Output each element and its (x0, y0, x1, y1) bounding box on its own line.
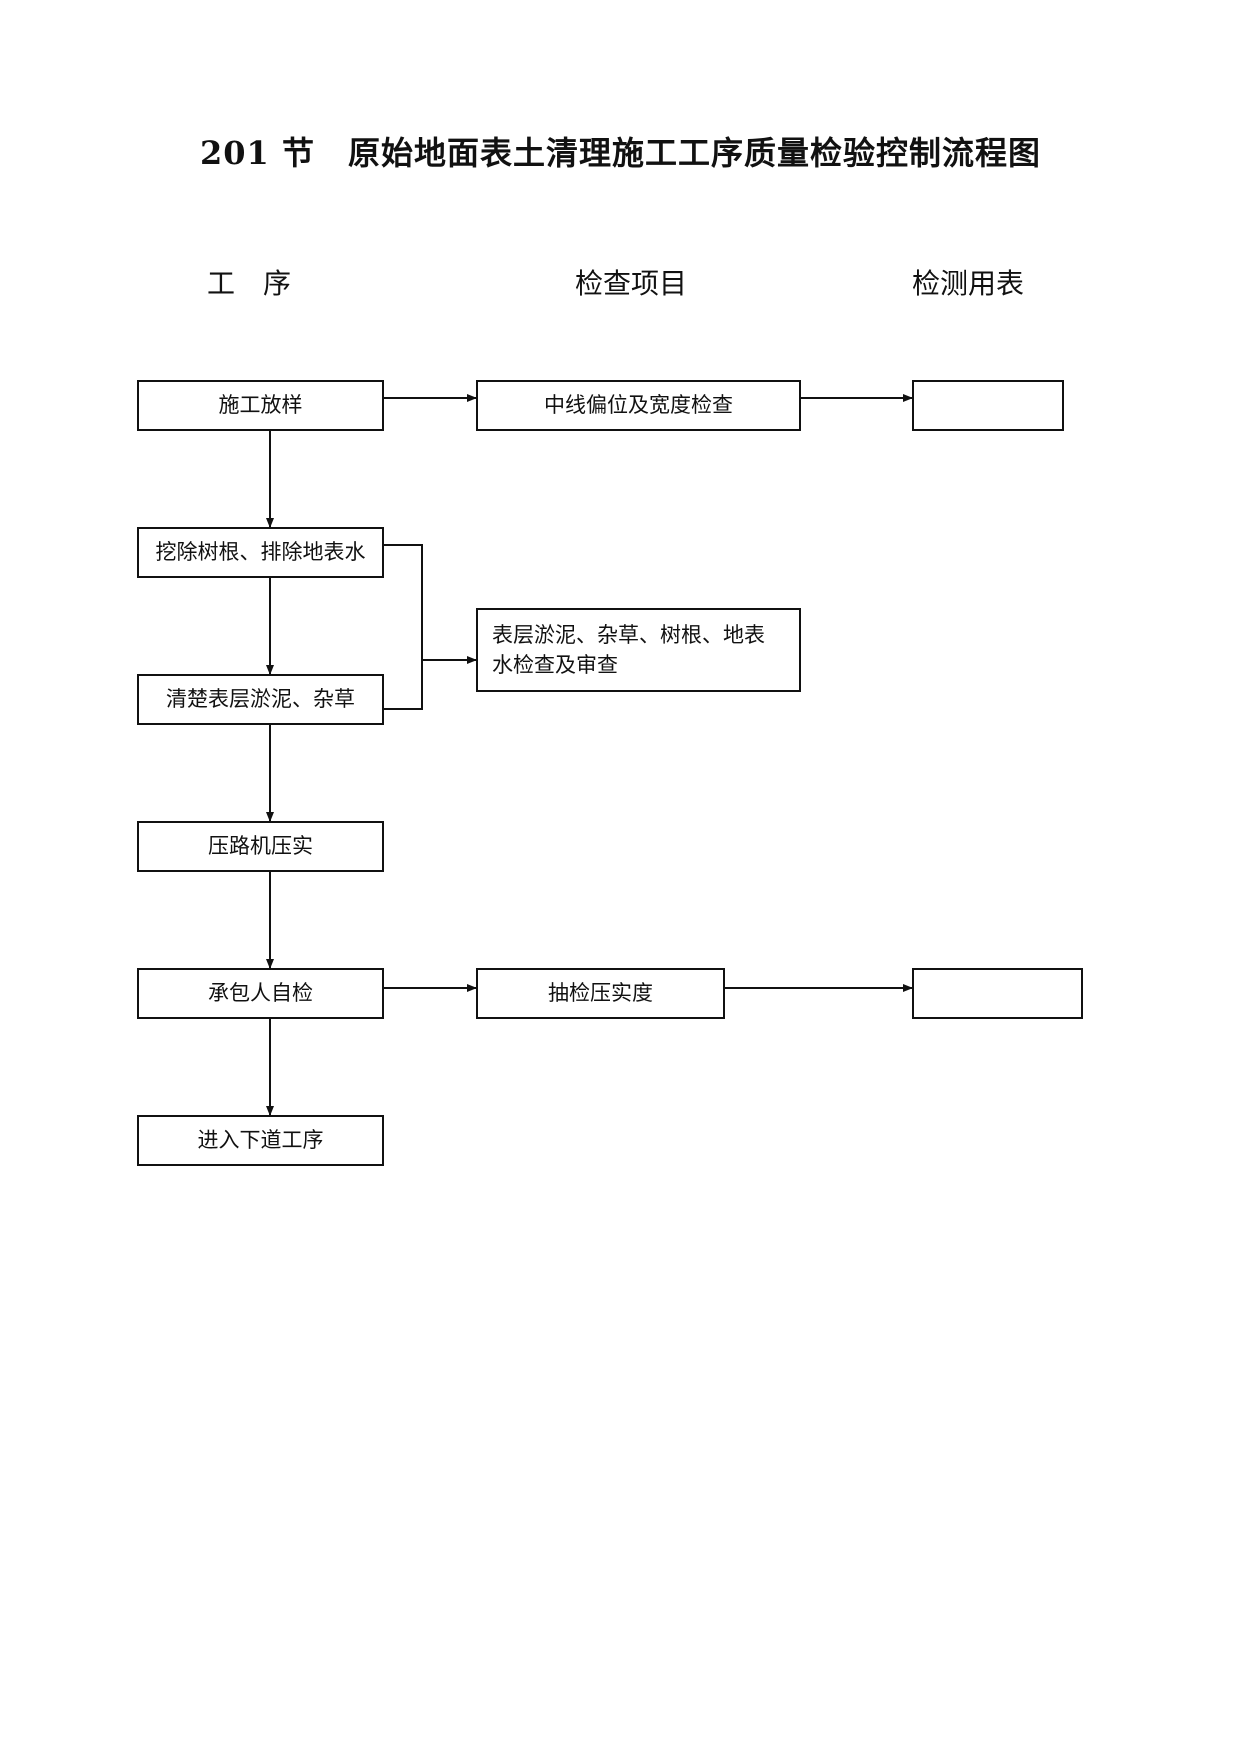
process-step-layout-stakeout: 施工放样 (137, 380, 384, 431)
process-step-roller-compaction: 压路机压实 (137, 821, 384, 872)
bracket-step2-step3 (384, 544, 423, 710)
process-step-remove-roots-drain: 挖除树根、排除地表水 (137, 527, 384, 578)
page-title: 201 节 原始地面表土清理施工工序质量检验控制流程图 (200, 134, 1041, 172)
column-header-process: 工 序 (207, 267, 292, 300)
form-box-2 (912, 968, 1083, 1019)
process-step-next-process: 进入下道工序 (137, 1115, 384, 1166)
check-item-centerline-width: 中线偏位及宽度检查 (476, 380, 801, 431)
process-step-clear-silt-weeds: 清楚表层淤泥、杂草 (137, 674, 384, 725)
check-item-surface-inspection: 表层淤泥、杂草、树根、地表水检查及审查 (476, 608, 801, 692)
process-step-contractor-self-check: 承包人自检 (137, 968, 384, 1019)
form-box-1 (912, 380, 1064, 431)
column-header-forms: 检测用表 (912, 267, 1025, 300)
column-header-check-items: 检查项目 (575, 267, 688, 300)
check-item-compaction-sampling: 抽检压实度 (476, 968, 725, 1019)
